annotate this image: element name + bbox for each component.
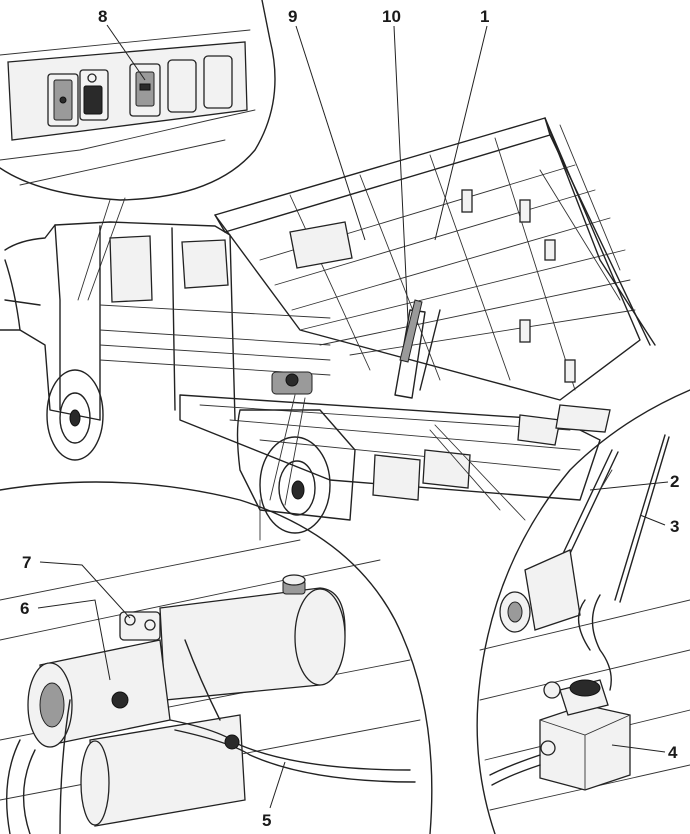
callout-2: 2 — [670, 472, 679, 491]
tipper-switch — [129, 63, 161, 117]
leader-10 — [393, 25, 409, 321]
switch-panel-detail — [0, 0, 276, 301]
leader-4 — [611, 744, 666, 753]
leader-7 — [39, 561, 131, 619]
valve-detail — [429, 389, 690, 834]
leader-3 — [639, 514, 666, 526]
tipper-body — [214, 117, 656, 401]
switch-left — [47, 73, 79, 127]
leader-1 — [434, 25, 488, 241]
callout-5: 5 — [262, 811, 271, 830]
leader-6 — [37, 599, 111, 681]
callout-4: 4 — [668, 743, 678, 762]
switch-relay — [79, 69, 109, 121]
callout-7: 7 — [22, 553, 31, 572]
leader-2 — [589, 481, 669, 491]
callout-leaders — [37, 24, 669, 809]
leader-9 — [295, 25, 366, 241]
callout-8: 8 — [98, 7, 107, 26]
callout-9: 9 — [288, 7, 297, 26]
callout-6: 6 — [20, 599, 29, 618]
callout-labels: 1 2 3 4 5 6 7 8 9 10 — [20, 7, 679, 830]
blank-slot — [203, 55, 233, 109]
leader-5 — [269, 761, 286, 809]
callout-1: 1 — [480, 7, 489, 26]
leader-8 — [106, 24, 146, 81]
blank-slot — [167, 59, 197, 113]
pump-detail — [0, 394, 433, 834]
callout-10: 10 — [382, 7, 401, 26]
callout-3: 3 — [670, 517, 679, 536]
truck — [0, 221, 611, 534]
